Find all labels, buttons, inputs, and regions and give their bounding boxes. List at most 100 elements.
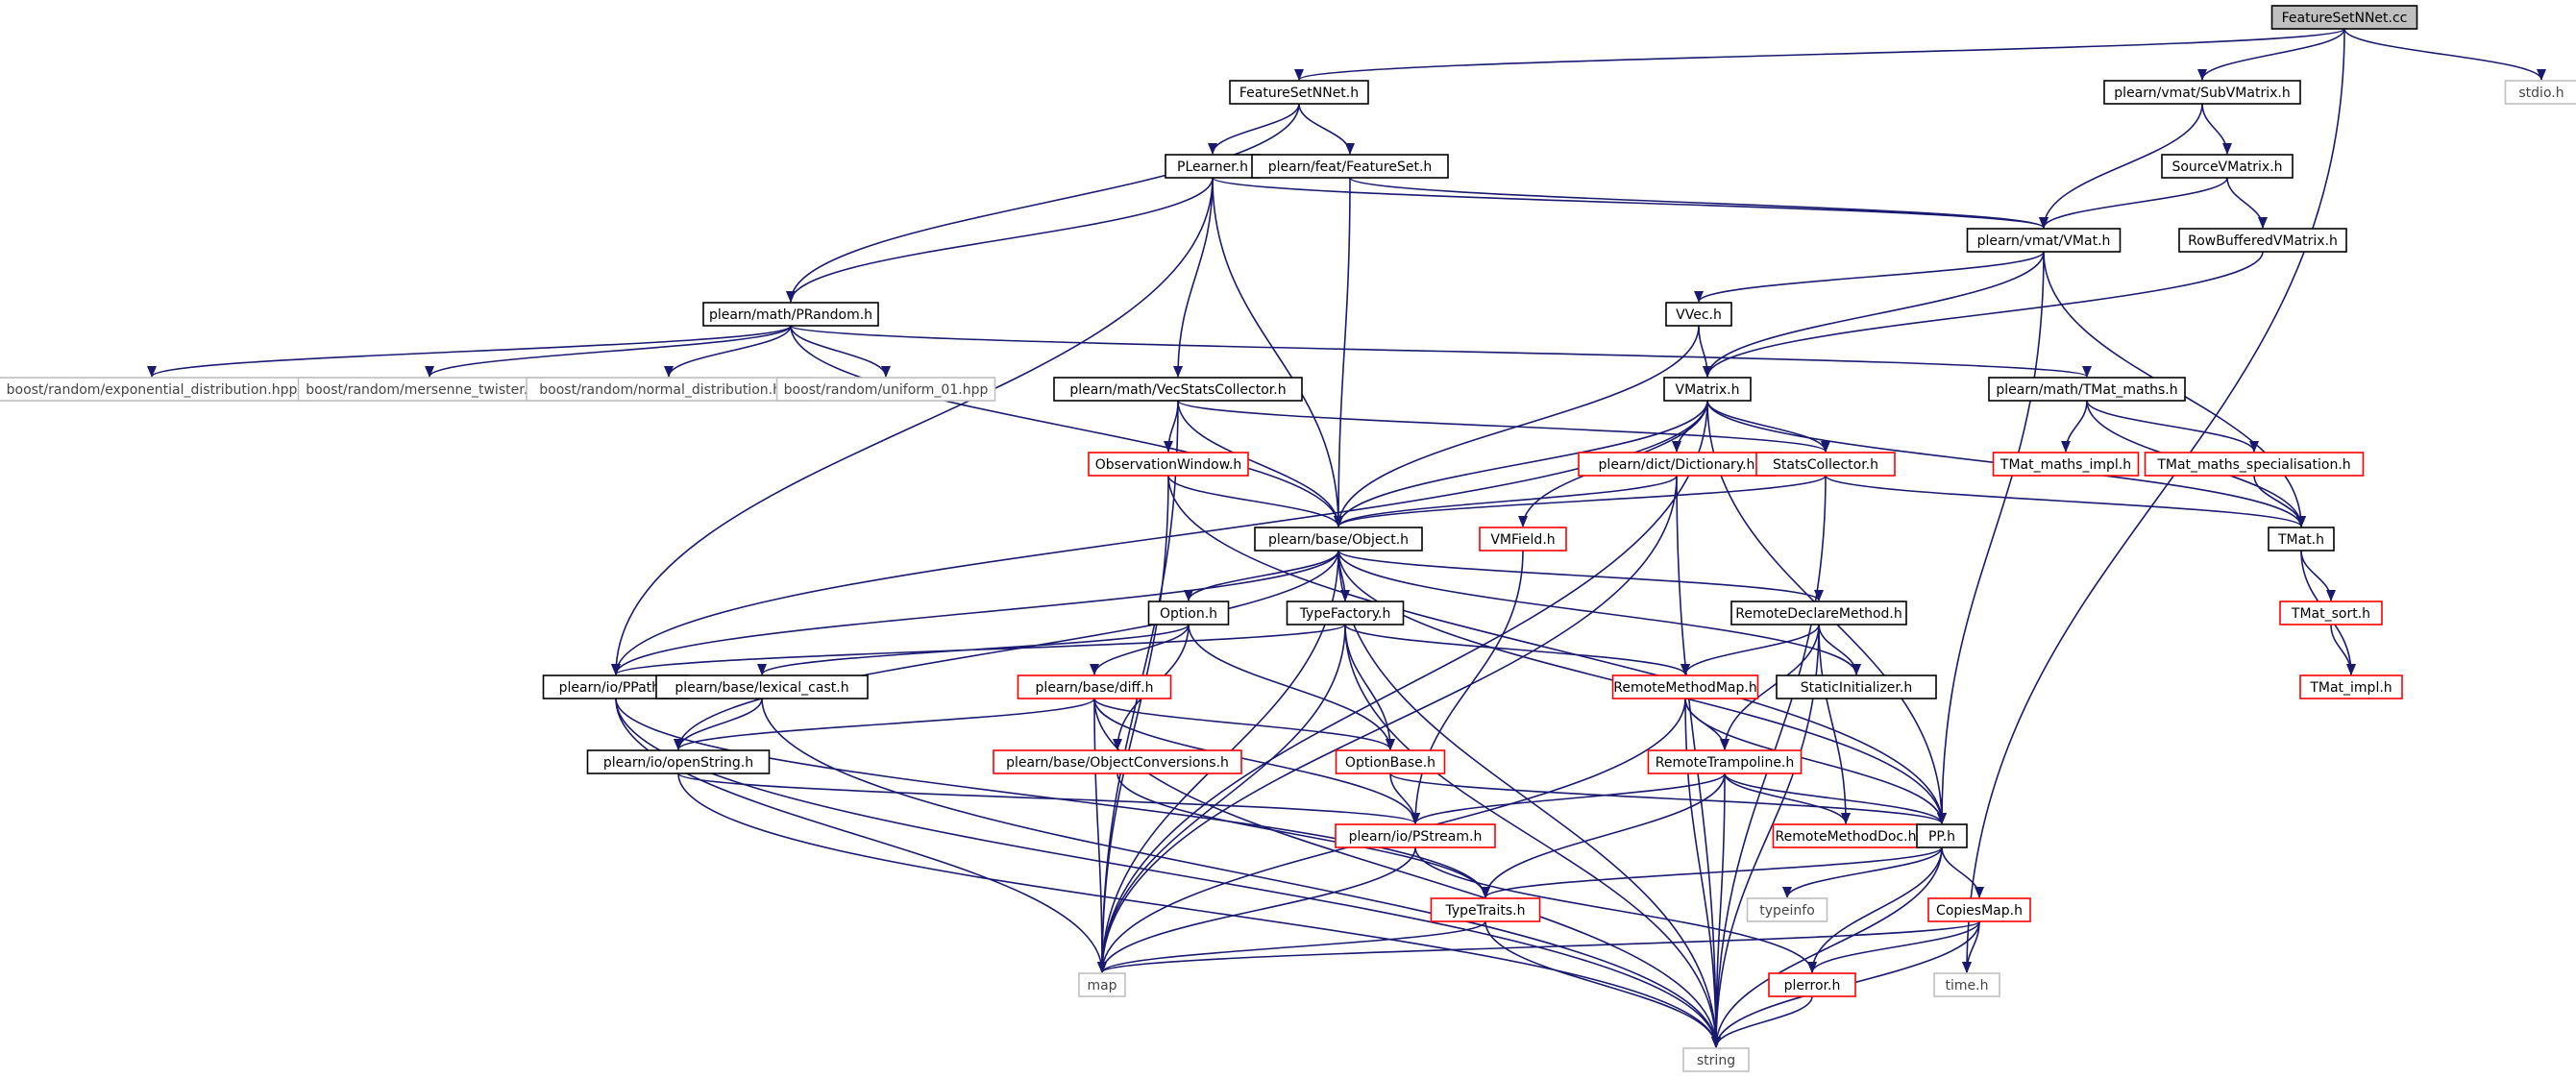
node-typetraits[interactable]: TypeTraits.h xyxy=(1430,897,1541,922)
node-vmatrix[interactable]: VMatrix.h xyxy=(1663,377,1752,402)
node-label: RemoteDeclareMethod.h xyxy=(1735,606,1901,622)
node-tmatmaths[interactable]: plearn/math/TMat_maths.h xyxy=(1988,377,2186,402)
node-box xyxy=(1988,377,2186,402)
node-diff[interactable]: plearn/base/diff.h xyxy=(1017,674,1172,699)
edge-rdm-to-staticinit xyxy=(1818,624,1861,675)
node-vmfield[interactable]: VMField.h xyxy=(1479,527,1567,552)
node-label: boost/random/mersenne_twister.hpp xyxy=(306,382,553,398)
edge-pp-to-typeinfo xyxy=(1782,846,1943,898)
node-box xyxy=(2504,80,2576,105)
node-dict[interactable]: plearn/dict/Dictionary.h xyxy=(1578,452,1776,477)
node-tmatsort[interactable]: TMat_sort.h xyxy=(2279,601,2383,625)
node-root[interactable]: FeatureSetNNet.cc xyxy=(2270,5,2418,30)
node-vmat[interactable]: plearn/vmat/VMat.h xyxy=(1966,228,2122,253)
node-label: StaticInitializer.h xyxy=(1801,680,1912,696)
node-box xyxy=(1017,674,1172,699)
node-box xyxy=(1933,972,2000,997)
node-label: Option.h xyxy=(1160,606,1217,622)
node-vvec[interactable]: VVec.h xyxy=(1665,302,1732,327)
node-label: VMatrix.h xyxy=(1676,382,1740,398)
edge-object-to-ppath xyxy=(611,550,1339,675)
node-box xyxy=(1088,452,1249,477)
node-tmatimpl[interactable]: TMat_impl.h xyxy=(2299,674,2403,699)
edge-rdm-to-rmdoc xyxy=(1818,624,1851,824)
edge-vmatrix-to-statscol xyxy=(1706,400,1830,453)
edge-plearner-to-object xyxy=(1212,177,1343,527)
edge-subvm-to-vmat xyxy=(2039,103,2203,229)
node-label: plearn/io/openString.h xyxy=(603,755,753,771)
edge-plearner-to-ppath xyxy=(611,177,1214,675)
node-obswin[interactable]: ObservationWindow.h xyxy=(1088,452,1249,477)
node-box xyxy=(702,302,879,327)
node-tmat[interactable]: TMat.h xyxy=(2268,527,2335,552)
node-box xyxy=(297,377,562,402)
node-label: FeatureSetNNet.h xyxy=(1239,86,1359,101)
edge-diff-to-optionbase xyxy=(1093,698,1395,750)
edge-object-to-option xyxy=(1184,550,1339,601)
edge-plerror-to-string xyxy=(1711,995,1813,1048)
node-string: string xyxy=(1682,1047,1750,1072)
node-optionbase[interactable]: OptionBase.h xyxy=(1335,749,1446,774)
node-box xyxy=(1229,80,1369,105)
node-label: plearn/base/diff.h xyxy=(1036,680,1154,696)
node-tmatimpl_m[interactable]: TMat_maths_impl.h xyxy=(1992,452,2140,477)
node-rdm[interactable]: RemoteDeclareMethod.h xyxy=(1730,601,1907,625)
node-rmm[interactable]: RemoteMethodMap.h xyxy=(1611,674,1759,699)
node-rtramp[interactable]: RemoteTrampoline.h xyxy=(1647,749,1803,774)
edge-prandom-to-b_unif xyxy=(790,325,891,378)
node-staticinit[interactable]: StaticInitializer.h xyxy=(1776,674,1937,699)
edge-vmat-to-vmatrix xyxy=(1703,251,2045,378)
edge-typetraits-to-string xyxy=(1484,920,1721,1048)
node-object[interactable]: plearn/base/Object.h xyxy=(1254,527,1423,552)
node-box xyxy=(2144,452,2365,477)
node-b_mt: boost/random/mersenne_twister.hpp xyxy=(297,377,562,402)
node-vecstats[interactable]: plearn/math/VecStatsCollector.h xyxy=(1053,377,1303,402)
node-pp[interactable]: PP.h xyxy=(1916,823,1968,848)
edge-plearner-to-prandom xyxy=(786,177,1214,303)
node-featureset[interactable]: plearn/feat/FeatureSet.h xyxy=(1251,154,1449,179)
edge-plearner-to-vecstats xyxy=(1173,177,1214,378)
node-objconv[interactable]: plearn/base/ObjectConversions.h xyxy=(993,749,1242,774)
edge-tmatsort-to-tmatimpl xyxy=(2330,624,2356,675)
node-subvm[interactable]: plearn/vmat/SubVMatrix.h xyxy=(2103,80,2301,105)
node-rmdoc[interactable]: RemoteMethodDoc.h xyxy=(1772,823,1920,848)
node-openstring[interactable]: plearn/io/openString.h xyxy=(586,749,771,774)
edge-ppath-to-map xyxy=(615,698,1107,973)
node-option[interactable]: Option.h xyxy=(1147,601,1230,625)
edge-featureset-to-object xyxy=(1334,177,1351,527)
edge-rmm-to-pp xyxy=(1684,698,1947,824)
node-rowbuf[interactable]: RowBufferedVMatrix.h xyxy=(2178,228,2347,253)
node-lexcast[interactable]: plearn/base/lexical_cast.h xyxy=(655,674,869,699)
node-label: OptionBase.h xyxy=(1345,755,1435,771)
node-box xyxy=(2270,5,2418,30)
node-b_exp: boost/random/exponential_distribution.hp… xyxy=(0,377,313,402)
node-plerror[interactable]: plerror.h xyxy=(1768,972,1856,997)
node-box xyxy=(1776,674,1937,699)
node-fsnn[interactable]: FeatureSetNNet.h xyxy=(1229,80,1369,105)
node-sourcevm[interactable]: SourceVMatrix.h xyxy=(2161,154,2294,179)
node-label: plearn/io/PStream.h xyxy=(1349,829,1483,845)
node-box xyxy=(1916,823,1968,848)
node-label: TMat_maths_specialisation.h xyxy=(2156,457,2350,473)
node-tmatspec[interactable]: TMat_maths_specialisation.h xyxy=(2144,452,2365,477)
edge-sourcevm-to-vmat xyxy=(2039,177,2228,229)
node-label: VMField.h xyxy=(1490,532,1555,548)
node-box xyxy=(1768,972,1856,997)
edge-root-to-subvm xyxy=(2197,28,2345,81)
node-box xyxy=(1286,601,1405,625)
node-box xyxy=(1966,228,2122,253)
node-statscol[interactable]: StatsCollector.h xyxy=(1755,452,1896,477)
edge-sourcevm-to-rowbuf xyxy=(2226,177,2268,229)
edge-pstream-to-map xyxy=(1097,846,1416,973)
node-typeinfo: typeinfo xyxy=(1746,897,1828,922)
node-copiesmap[interactable]: CopiesMap.h xyxy=(1927,897,2031,922)
edge-copiesmap-to-plerror xyxy=(1807,920,1980,973)
edge-openstring-to-pstream xyxy=(677,772,1420,824)
node-prandom[interactable]: plearn/math/PRandom.h xyxy=(702,302,879,327)
node-typefactory[interactable]: TypeFactory.h xyxy=(1286,601,1405,625)
edge-copiesmap-to-map xyxy=(1097,920,1980,973)
node-label: FeatureSetNNet.cc xyxy=(2282,11,2408,26)
node-pstream[interactable]: plearn/io/PStream.h xyxy=(1335,823,1496,848)
edge-object-to-rdm xyxy=(1337,550,1824,601)
node-plearner[interactable]: PLearner.h xyxy=(1165,154,1261,179)
